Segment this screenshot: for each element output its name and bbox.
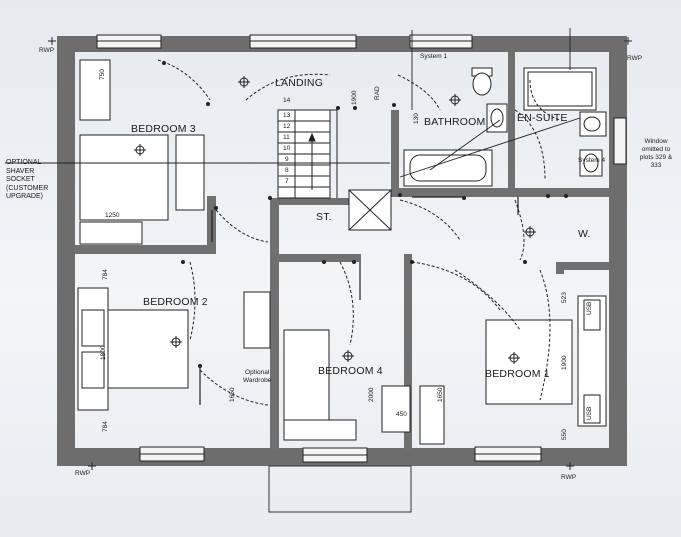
windows (96, 34, 627, 463)
dimension-label: 1900 (351, 90, 358, 105)
dimension-label: 450 (396, 411, 407, 418)
rwp-markers (48, 37, 632, 470)
storage-cupboard (348, 189, 392, 231)
dimension-label: 1900 (561, 355, 568, 370)
rwp-label: RWP (75, 470, 91, 477)
stair-number: 10 (283, 145, 291, 152)
porch-outline (268, 465, 412, 513)
stair-number: 8 (285, 167, 289, 174)
stair-number: 13 (283, 112, 291, 119)
ceiling-lights (134, 76, 536, 364)
dimension-label: 1650 (437, 387, 444, 402)
shaver-socket-note: OPTIONAL SHAVER SOCKET (CUSTOMER UPGRADE… (6, 159, 48, 202)
fixture-dots (162, 61, 568, 368)
room-label-bedroom-3: BEDROOM 3 (131, 123, 196, 135)
dimension-label: 523 (561, 292, 568, 303)
note-line: SHAVER (6, 167, 35, 175)
stair-number: 9 (285, 156, 289, 163)
stair-number: 7 (285, 178, 289, 185)
shower-tray (523, 67, 597, 111)
dimension-label: 784 (102, 269, 109, 280)
window-omitted-note: Window omitted to plots 329 & 333 (636, 138, 676, 170)
rwp-label: RWP (627, 55, 643, 62)
room-label-bedroom-2: BEDROOM 2 (143, 296, 208, 308)
system-1-label: System 1 (420, 53, 448, 60)
note-line: omitted to (641, 146, 671, 153)
wiring (5, 28, 581, 178)
note-line: Wardrobe (243, 377, 272, 384)
note-line: OPTIONAL (6, 159, 42, 166)
room-label-en-suite: EN-SUITE (517, 112, 568, 124)
room-label-bathroom: BATHROOM (424, 116, 486, 128)
dimension-label: 1800 (100, 345, 107, 360)
room-label-landing: LANDING (275, 77, 324, 89)
note-line: plots 329 & (639, 154, 673, 161)
room-label-bedroom-4: BEDROOM 4 (318, 365, 383, 377)
room-label-st: ST. (316, 211, 332, 223)
rwp-label: RWP (39, 47, 55, 54)
optional-wardrobe-note: Optional Wardrobe (243, 369, 271, 385)
system-4-label: System 4 (578, 157, 606, 164)
note-line: Optional (245, 369, 270, 376)
stair-number: 11 (283, 134, 290, 141)
dimension-label: 784 (102, 421, 109, 432)
dimension-label: 2000 (368, 387, 375, 402)
note-line: Window (644, 138, 668, 145)
note-line: SOCKET (6, 176, 35, 183)
dimension-label: 130 (413, 113, 420, 124)
dimension-label: 550 (561, 429, 568, 440)
bathtub (403, 149, 493, 187)
room-label-bedroom-1: BEDROOM 1 (485, 368, 550, 380)
dimension-label: 1650 (229, 387, 236, 402)
rwp-label: RWP (561, 474, 577, 481)
door-leaves (199, 196, 519, 405)
note-line: (CUSTOMER (6, 184, 49, 192)
dimension-label: 1250 (105, 212, 120, 219)
stair-number: 14 (283, 97, 291, 104)
staircase (277, 109, 338, 199)
note-line: 333 (650, 162, 662, 169)
stair-number: 12 (283, 123, 291, 130)
usb-socket-label: USB (586, 301, 593, 315)
dimension-label: 750 (99, 69, 106, 80)
usb-socket-label: USB (586, 406, 593, 420)
sanitary-fittings (471, 67, 607, 177)
radiator-label: RAD (374, 86, 381, 100)
note-line: UPGRADE) (6, 193, 43, 200)
internal-walls (75, 52, 610, 450)
beds (77, 59, 607, 445)
room-label-w: W. (578, 228, 591, 240)
